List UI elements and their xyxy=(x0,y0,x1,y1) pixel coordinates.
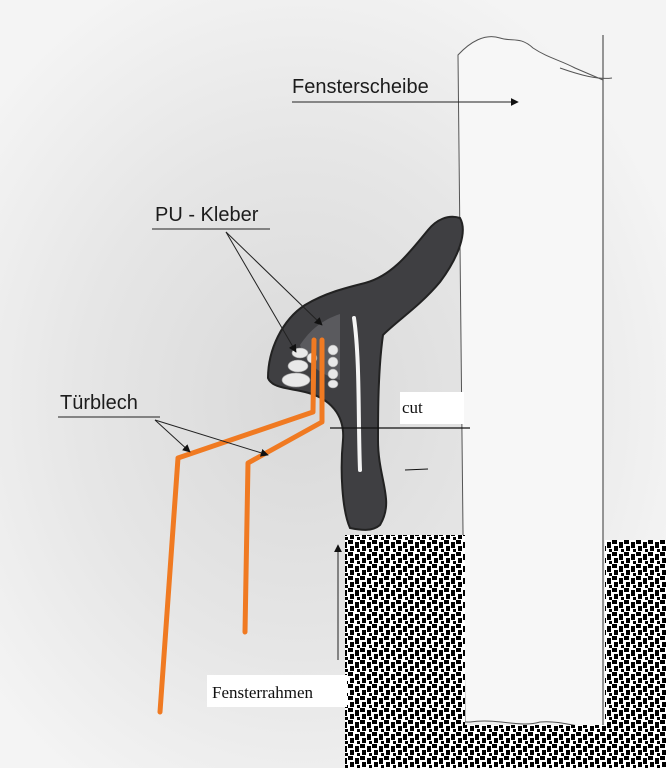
leader-pu-1 xyxy=(225,231,323,326)
label-fensterrahmen: Fensterrahmen xyxy=(212,683,314,702)
label-fensterscheibe: Fensterscheibe xyxy=(292,76,429,98)
label-pu-kleber: PU - Kleber xyxy=(155,204,259,226)
frame-noise-left xyxy=(345,535,465,768)
fensterrahmen-label-box xyxy=(207,675,347,707)
door-sheet-metal xyxy=(157,337,325,715)
cut-label-box xyxy=(400,392,464,424)
leader-tuerblech-2 xyxy=(154,419,269,457)
window-glass-pane xyxy=(457,36,604,731)
label-cut: cut xyxy=(402,398,423,417)
seal-profile xyxy=(266,215,464,531)
dash-mark xyxy=(404,468,429,471)
seal-stiffener xyxy=(352,316,362,472)
frame-noise-right xyxy=(605,540,666,768)
label-tuerblech: Türblech xyxy=(60,392,138,414)
leader-tuerblech-1 xyxy=(154,419,191,453)
glass-break-line xyxy=(559,67,613,79)
pu-adhesive-beads xyxy=(281,344,339,389)
leader-pu-2 xyxy=(225,231,297,353)
frame-noise-bottom xyxy=(465,725,605,768)
